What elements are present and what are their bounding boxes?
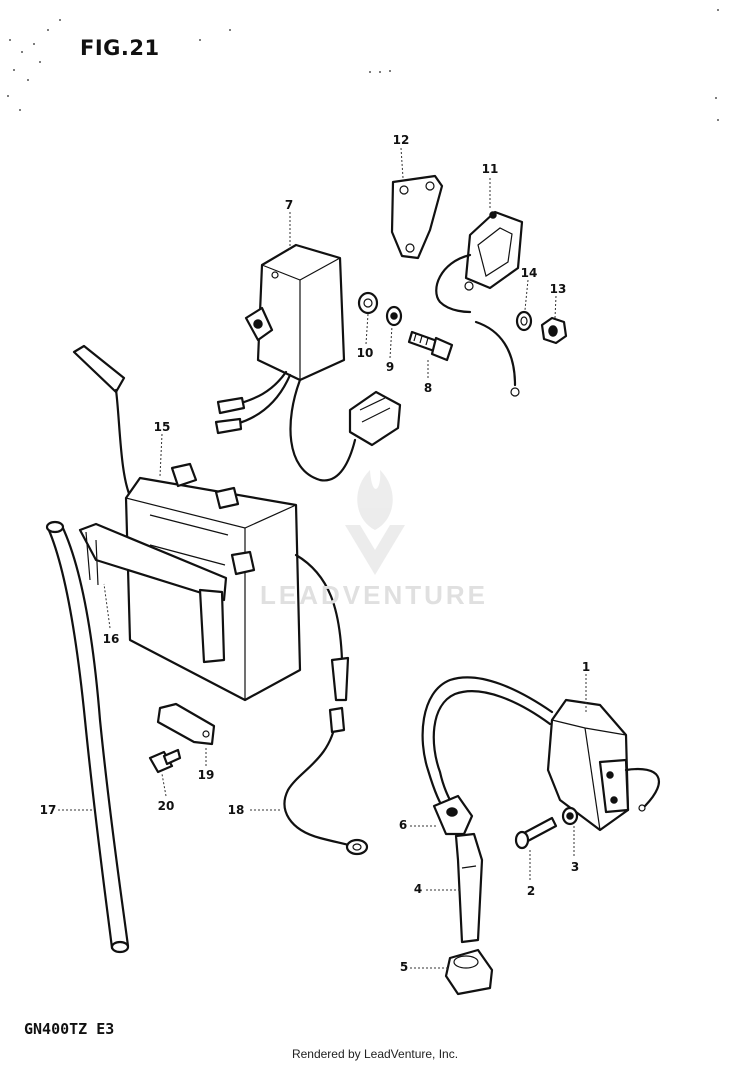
part-6-cap: [432, 794, 474, 836]
callout-11[interactable]: 11: [481, 162, 499, 176]
part-5-plug-cap: [444, 948, 494, 996]
callout-18[interactable]: 18: [227, 803, 245, 817]
callout-10[interactable]: 10: [356, 346, 374, 360]
callout-13[interactable]: 13: [549, 282, 567, 296]
part-12-bracket: [390, 174, 444, 260]
part-10-washer: [357, 291, 379, 315]
part-17-tube: [45, 520, 130, 954]
figure-label: FIG.21: [80, 36, 160, 60]
part-14-washer: [515, 310, 533, 332]
callout-17[interactable]: 17: [39, 803, 57, 817]
callout-8[interactable]: 8: [423, 381, 433, 395]
model-code: GN400TZ E3: [24, 1020, 115, 1038]
callout-4[interactable]: 4: [413, 882, 423, 896]
part-13-nut: [540, 316, 568, 345]
rendered-by-credit: Rendered by LeadVenture, Inc.: [291, 1047, 459, 1061]
part-18-ground-lead: [283, 706, 369, 856]
callout-14[interactable]: 14: [520, 266, 538, 280]
leader-lines: [58, 147, 587, 969]
callout-9[interactable]: 9: [385, 360, 395, 374]
part-11-regulator: [435, 210, 524, 397]
callout-7[interactable]: 7: [284, 198, 294, 212]
callout-12[interactable]: 12: [392, 133, 410, 147]
part-2-screw: [514, 816, 558, 850]
callout-2[interactable]: 2: [526, 884, 536, 898]
part-16-strap: [78, 522, 228, 664]
callout-20[interactable]: 20: [157, 799, 175, 813]
callout-3[interactable]: 3: [570, 860, 580, 874]
watermark-logo: [345, 470, 405, 575]
watermark-text: LEADVENTURE: [260, 580, 489, 610]
part-19-clamp: [156, 702, 216, 746]
part-7-cdi-unit: [214, 243, 402, 482]
callout-1[interactable]: 1: [581, 660, 591, 674]
part-1-ignition-coil: [421, 676, 660, 832]
callout-16[interactable]: 16: [102, 632, 120, 646]
callout-6[interactable]: 6: [398, 818, 408, 832]
part-20-bolt: [148, 748, 182, 774]
part-4-plug-lead: [454, 832, 484, 944]
callout-15[interactable]: 15: [153, 420, 171, 434]
callout-5[interactable]: 5: [399, 960, 409, 974]
scan-speckle: [7, 9, 719, 121]
part-8-bolt: [407, 330, 454, 362]
callout-19[interactable]: 19: [197, 768, 215, 782]
battery-lead-top: [72, 344, 134, 502]
